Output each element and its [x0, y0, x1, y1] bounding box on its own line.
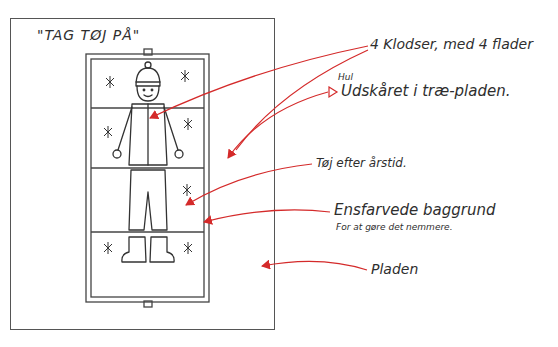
arm	[164, 107, 178, 150]
mitten	[175, 150, 183, 158]
snowflake	[104, 242, 112, 254]
person-figure	[113, 62, 183, 262]
grip-tab	[144, 301, 152, 307]
snowflake	[184, 242, 192, 254]
leader-arrow	[262, 261, 367, 270]
jacket	[129, 104, 167, 165]
callout-leaders	[150, 46, 368, 270]
snowflake	[106, 76, 114, 88]
boot	[122, 237, 146, 262]
blocks-outline	[91, 59, 204, 297]
leader-arrow	[204, 210, 330, 222]
face	[137, 86, 159, 101]
zipper	[147, 104, 148, 165]
block-divider	[91, 107, 204, 108]
snowflake	[181, 70, 189, 82]
callout-note: For at gøre det nemmere.	[336, 222, 453, 232]
mitten	[113, 150, 121, 158]
callout-note: Pladen	[371, 261, 418, 277]
callout-note: Tøj efter årstid.	[316, 156, 407, 170]
cutout-hole	[86, 49, 209, 307]
eye	[151, 89, 153, 91]
boot	[150, 237, 174, 262]
block-divider	[91, 231, 204, 232]
leader-arrow	[150, 46, 368, 118]
board-plate: "TAG TØJ PÅ"	[10, 18, 275, 330]
callout-note: Ensfarvede baggrund	[334, 201, 496, 219]
leader-arrow	[228, 92, 328, 158]
hat-brim	[136, 81, 160, 82]
snowflake	[104, 126, 112, 138]
arrow-triangle	[329, 87, 337, 97]
callout-note: Hul	[338, 72, 353, 82]
hat-pompom	[145, 62, 151, 68]
winter-hat	[136, 68, 160, 86]
eye	[143, 89, 145, 91]
grip-tab	[144, 49, 152, 55]
snowflake	[184, 118, 192, 130]
callout-note: 4 Klodser, med 4 flader	[370, 36, 533, 52]
snowflakes	[104, 70, 192, 254]
leader-line	[236, 50, 368, 150]
mouth	[144, 95, 152, 97]
block-divider	[91, 167, 204, 168]
arm	[118, 107, 132, 150]
hole-outline	[86, 54, 209, 302]
snowflake	[183, 184, 191, 196]
pants	[129, 170, 167, 230]
leader-arrow	[186, 164, 312, 205]
board-title: "TAG TØJ PÅ"	[37, 27, 140, 43]
callout-note: Udskåret i træ-pladen.	[341, 82, 510, 100]
